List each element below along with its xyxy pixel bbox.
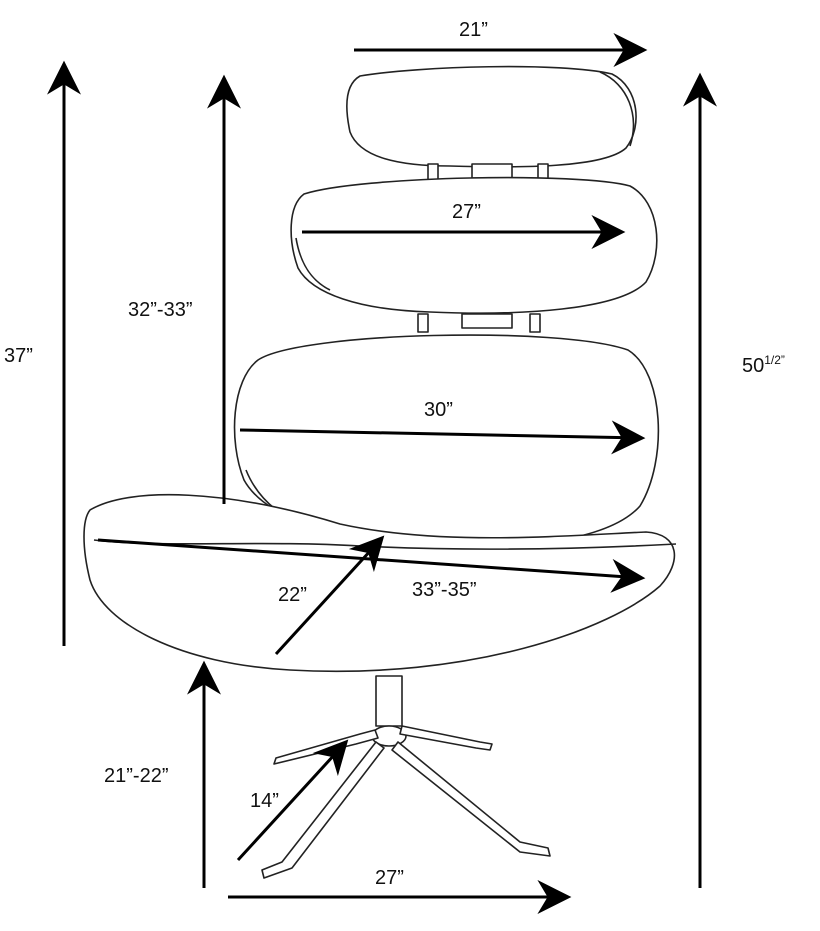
overall-height-whole: 50 [742, 355, 765, 377]
overall-height-fraction: 1/2” [764, 353, 785, 367]
back-height-label: 32”-33” [128, 299, 193, 321]
headrest-width-label: 21” [459, 19, 488, 41]
overall-height-label: 501/2” [742, 354, 785, 376]
lower-back-width-label: 30” [424, 399, 453, 421]
base-leg-label: 14” [250, 790, 279, 812]
dimension-arrows [47, 33, 717, 914]
upper-back-cushion [290, 176, 658, 314]
seat-depth-arrow [274, 535, 385, 656]
seat-top-height-label: 37” [4, 345, 33, 367]
upper-back-width-label: 27” [452, 201, 481, 223]
base-width-label: 27” [375, 867, 404, 889]
lower-back-width-arrow [239, 420, 646, 455]
seat-width-label: 33”-35” [412, 579, 477, 601]
swivel-column [371, 675, 407, 747]
back-connector [417, 313, 541, 333]
star-base [261, 725, 551, 879]
base-leg-arrow [236, 739, 349, 862]
seat-depth-label: 22” [278, 584, 307, 606]
seat-height-label: 21”-22” [104, 765, 169, 787]
headrest-cushion [346, 65, 637, 168]
